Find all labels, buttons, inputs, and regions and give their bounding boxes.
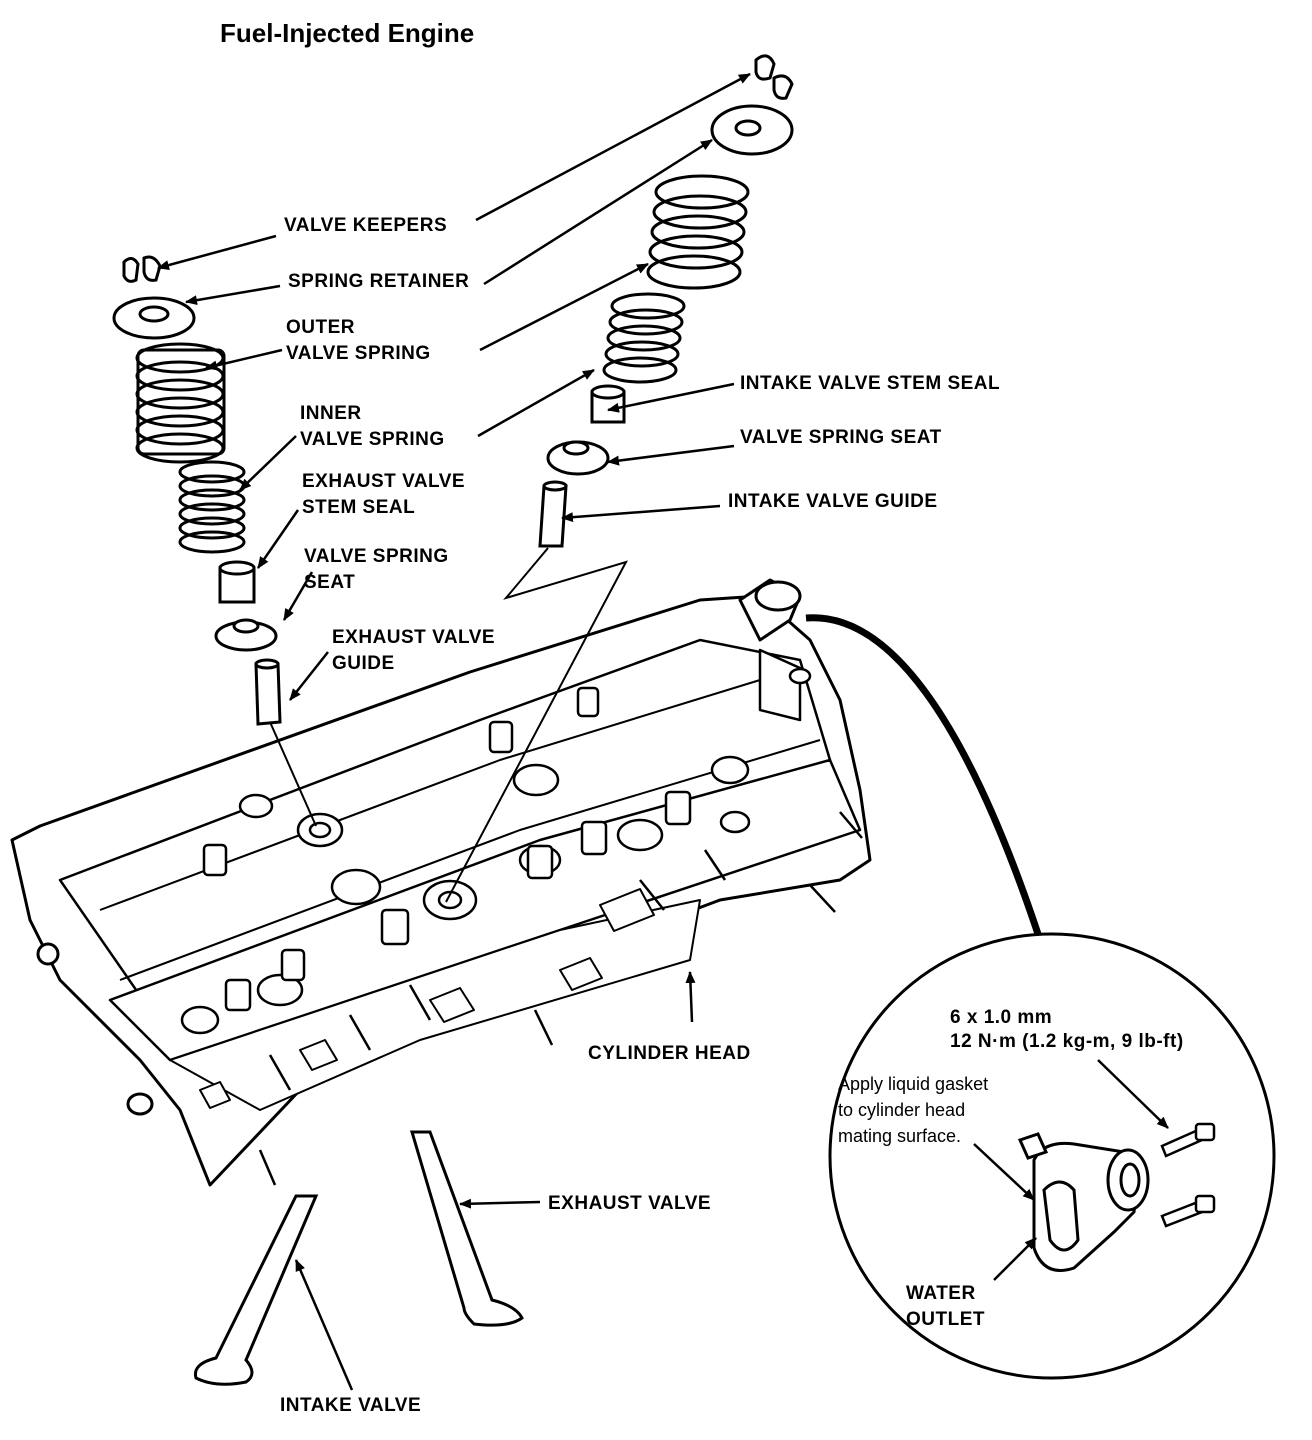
label-exhaust-valve-stem-seal-2: STEM SEAL [302,497,416,518]
diagram-title: Fuel-Injected Engine [220,18,475,48]
callout-arrows [157,72,751,1391]
label-spring-retainer: SPRING RETAINER [288,271,470,292]
label-intake-valve: INTAKE VALVE [280,1395,422,1416]
label-outer-valve-spring-2: VALVE SPRING [286,343,431,364]
detail-connector [805,614,1044,942]
label-inner-valve-spring-2: VALVE SPRING [300,429,445,450]
intake-valve-illustration [193,1194,319,1386]
exhaust-valve-illustration [409,1130,524,1327]
gasket-note-line-3: mating surface. [838,1126,962,1146]
label-exhaust-valve-stem-seal-1: EXHAUST VALVE [302,471,466,492]
label-cylinder-head: CYLINDER HEAD [588,1043,751,1064]
exhaust-valve-parts [112,255,282,726]
label-valve-spring-seat-left-2: SEAT [304,572,356,593]
label-valve-spring-seat-right: VALVE SPRING SEAT [740,427,942,448]
cylinder-head-illustration [10,578,872,1187]
water-outlet-detail [828,932,1276,1380]
label-intake-valve-stem-seal: INTAKE VALVE STEM SEAL [740,373,1001,394]
assembly-axis-lines [269,547,629,903]
label-valve-keepers: VALVE KEEPERS [284,215,448,236]
gasket-note-line-1: Apply liquid gasket [838,1074,989,1094]
label-valve-spring-seat-left-1: VALVE SPRING [304,546,449,567]
label-exhaust-valve: EXHAUST VALVE [548,1193,712,1214]
label-inner-valve-spring-1: INNER [300,403,362,424]
label-exhaust-valve-guide-2: GUIDE [332,653,395,674]
intake-valve-parts [538,54,794,548]
label-water-outlet-1: WATER [906,1283,976,1304]
label-water-outlet-2: OUTLET [906,1309,985,1330]
gasket-note-line-2: to cylinder head [838,1100,966,1120]
label-outer-valve-spring-1: OUTER [286,317,355,338]
label-intake-valve-guide: INTAKE VALVE GUIDE [728,491,938,512]
bolt-torque-spec: 12 N·m (1.2 kg-m, 9 lb-ft) [950,1031,1184,1052]
bolt-size-spec: 6 x 1.0 mm [950,1007,1053,1028]
label-exhaust-valve-guide-1: EXHAUST VALVE [332,627,496,648]
